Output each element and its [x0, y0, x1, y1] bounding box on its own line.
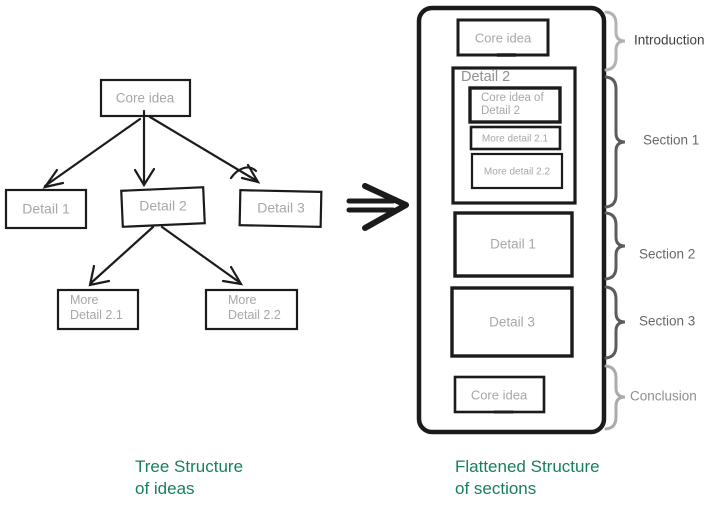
tree-more-detail-2-1-line1: More	[70, 293, 99, 307]
flattened-structure: Core idea Detail 2 Core idea of Detail 2…	[416, 5, 607, 435]
brace-section-2-icon	[604, 211, 626, 281]
tree-more-detail-2-2-line2: Detail 2.2	[228, 308, 281, 322]
tree-detail-3-label: Detail 3	[257, 200, 305, 216]
tree-core-idea-box	[99, 78, 192, 118]
section-braces	[604, 10, 626, 431]
flat-detail-3-label: Detail 3	[489, 315, 535, 330]
flat-core-idea-of-detail-2-line1: Core idea of	[481, 92, 544, 104]
flat-core-idea-bottom-label: Core idea	[471, 387, 528, 402]
flat-detail-1-box	[453, 211, 574, 278]
flat-core-idea-top-label: Core idea	[475, 30, 532, 45]
arrow-core-to-detail1	[43, 117, 142, 188]
captions: Tree Structure of ideas Flattened Struct…	[135, 457, 600, 498]
caption-tree-line2: of ideas	[135, 479, 195, 498]
section-annotations: Introduction Section 1 Section 2 Section…	[630, 33, 705, 404]
caption-flattened-line1: Flattened Structure	[455, 457, 600, 476]
tree-detail-3-box	[238, 189, 323, 228]
arrowhead-detail2-icon	[133, 167, 156, 188]
tree-more-detail-2-1-line2: Detail 2.1	[70, 308, 123, 322]
tree-more-detail-2-2-line1: More	[228, 293, 257, 307]
arrow-hook-stroke	[229, 166, 258, 180]
transform-arrow-icon	[346, 183, 409, 231]
annotation-section-2: Section 2	[639, 247, 695, 262]
flat-more-detail-2-1-box	[469, 125, 562, 151]
caption-tree-line1: Tree Structure	[135, 457, 243, 476]
flat-detail-3-box	[450, 286, 574, 358]
annotation-section-3: Section 3	[639, 314, 695, 329]
flat-core-idea-top-box	[456, 18, 550, 57]
flat-detail-2-group-label: Detail 2	[461, 69, 510, 85]
flat-more-detail-2-1-label: More detail 2.1	[482, 134, 549, 145]
tree-core-idea-label: Core idea	[116, 91, 175, 106]
flat-more-detail-2-2-box	[470, 152, 564, 190]
tree-detail-1-box	[4, 188, 88, 230]
arrow-detail2-to-more22	[160, 225, 241, 284]
tree-detail-2-box	[120, 186, 206, 228]
annotation-introduction: Introduction	[634, 33, 705, 48]
tree-arrows	[42, 109, 261, 287]
tree-detail-2-label: Detail 2	[139, 198, 187, 214]
brace-conclusion-icon	[604, 364, 626, 431]
arrowhead-detail1-icon	[42, 168, 65, 189]
annotation-conclusion: Conclusion	[630, 389, 697, 404]
annotation-section-1: Section 1	[643, 133, 699, 148]
arrow-chevron	[362, 183, 409, 231]
tree-more-detail-2-2-box	[204, 288, 299, 331]
arrow-core-to-detail3	[148, 115, 259, 183]
flat-detail-1-label: Detail 1	[490, 237, 536, 252]
tree-structure: Core idea Detail 1 Detail 2 Detail 3 Mor…	[4, 78, 323, 331]
caption-flattened-line2: of sections	[455, 479, 536, 498]
arrow-detail2-to-more21	[89, 225, 155, 285]
flat-core-idea-of-detail-2-line2: Detail 2	[481, 105, 520, 117]
brace-section-3-icon	[604, 285, 626, 360]
flat-more-detail-2-2-label: More detail 2.2	[484, 167, 551, 178]
arrowhead-detail3-icon	[240, 163, 261, 184]
flat-core-idea-bottom-box	[453, 375, 546, 414]
tree-detail-1-label: Detail 1	[22, 201, 70, 217]
arrowhead-more21-icon	[88, 264, 111, 287]
arrowhead-more22-icon	[221, 265, 244, 286]
flat-core-idea-of-detail-2-box	[468, 86, 562, 124]
brace-introduction-icon	[604, 10, 626, 72]
brace-section-1-icon	[604, 75, 626, 209]
tree-more-detail-2-1-box	[56, 288, 140, 331]
